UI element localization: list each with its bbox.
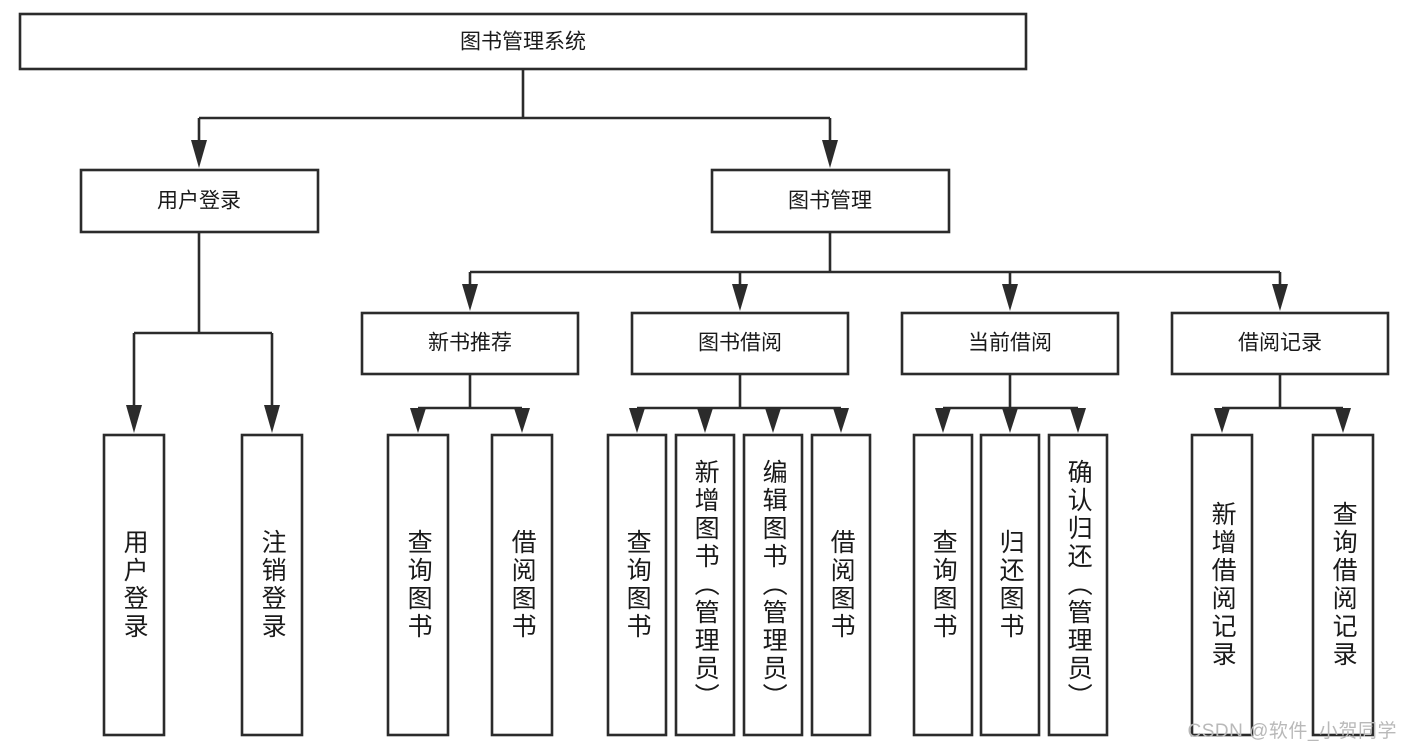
node-user-login[interactable]: 用户登录 [79,168,320,234]
node-new-book-recommend[interactable]: 新书推荐 [360,311,580,376]
node-book-borrow-label: 图书借阅 [698,332,782,355]
arrow-level2-2-icon [822,140,838,168]
arrow-currentborrow-leaf-3-icon [1070,408,1086,433]
leaf-box-confirm-return-admin[interactable] [1047,433,1109,737]
node-root-label: 图书管理系统 [460,31,586,54]
arrow-newbook-leaf-2-icon [514,408,530,433]
node-root[interactable]: 图书管理系统 [18,12,1028,71]
arrow-bookborrow-leaf-4-icon [833,408,849,433]
leaf-box-query-book-3[interactable] [912,433,974,737]
node-book-borrow-box[interactable] [630,311,850,376]
leaf-box-return-book[interactable] [979,433,1041,737]
arrow-level3-1-icon [462,284,478,311]
arrow-currentborrow-leaf-1-icon [935,408,951,433]
leaf-box-borrow-book-1[interactable] [490,433,554,737]
arrow-bookborrow-leaf-3-icon [765,408,781,433]
arrow-bookborrow-leaf-2-icon [697,408,713,433]
arrow-userlogin-leaf-1-icon [126,405,142,433]
node-user-login-label: 用户登录 [157,190,241,213]
arrow-borrowrecord-leaf-2-icon [1335,408,1351,433]
node-borrow-record-box[interactable] [1170,311,1390,376]
node-book-management-label: 图书管理 [788,190,872,213]
arrow-level3-2-icon [732,284,748,311]
arrow-userlogin-leaf-2-icon [264,405,280,433]
arrow-borrowrecord-leaf-1-icon [1214,408,1230,433]
arrow-currentborrow-leaf-2-icon [1002,408,1018,433]
node-current-borrow-box[interactable] [900,311,1120,376]
node-new-book-recommend-box[interactable] [360,311,580,376]
leaf-box-user-login[interactable] [102,433,166,737]
leaf-box-add-borrow-record[interactable] [1190,433,1254,737]
node-book-borrow[interactable]: 图书借阅 [630,311,850,376]
node-book-management-box[interactable] [710,168,951,234]
arrow-bookborrow-leaf-1-icon [629,408,645,433]
arrow-level2-1-icon [191,140,207,168]
node-borrow-record[interactable]: 借阅记录 [1170,311,1390,376]
node-root-box[interactable] [18,12,1028,71]
leaf-box-borrow-book-2[interactable] [810,433,872,737]
node-new-book-recommend-label: 新书推荐 [428,332,512,355]
leaf-box-edit-book-admin[interactable] [742,433,804,737]
node-borrow-record-label: 借阅记录 [1238,332,1322,355]
node-current-borrow[interactable]: 当前借阅 [900,311,1120,376]
leaf-box-query-borrow-record[interactable] [1311,433,1375,737]
node-book-management[interactable]: 图书管理 [710,168,951,234]
watermark: CSDN @软件_小贺同学 [1187,721,1397,742]
arrow-newbook-leaf-1-icon [410,408,426,433]
leaf-box-query-book-1[interactable] [386,433,450,737]
node-current-borrow-label: 当前借阅 [968,332,1052,355]
leaf-box-logout[interactable] [240,433,304,737]
arrow-level3-4-icon [1272,284,1288,311]
leaf-box-query-book-2[interactable] [606,433,668,737]
leaf-box-add-book-admin[interactable] [674,433,736,737]
arrow-level3-3-icon [1002,284,1018,311]
